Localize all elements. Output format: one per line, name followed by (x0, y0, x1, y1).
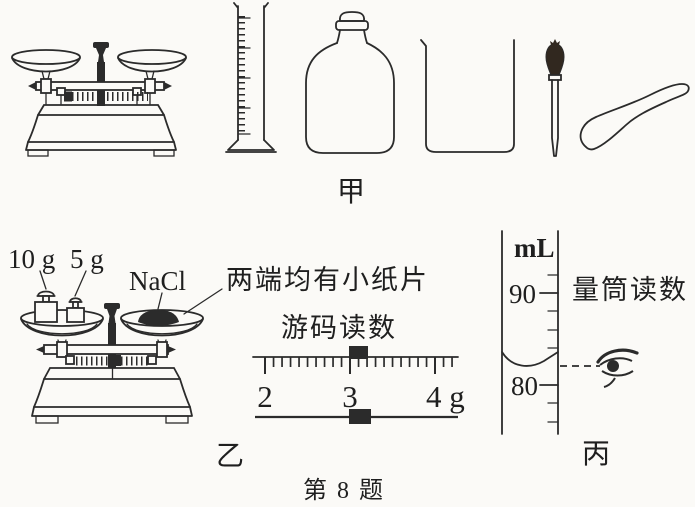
pointer-line-paper-note (183, 288, 223, 315)
rider-note-label: 游码读数 (281, 313, 397, 343)
figure-caption: 第 8 题 (303, 477, 385, 504)
rider-on-ruler-icon (349, 346, 368, 359)
dropper-icon (545, 39, 565, 157)
rider-icon (64, 91, 72, 102)
paper-note-label: 两端均有小纸片 (226, 265, 429, 295)
cylinder-unit-label: mL (514, 233, 555, 263)
cylinder-major-ticks (539, 292, 559, 386)
label-jia: 甲 (337, 177, 365, 208)
beaker-icon (420, 39, 515, 153)
rider-scale-ruler: 2 3 4 g (252, 346, 465, 424)
label-bing: 丙 (582, 439, 610, 470)
balance-with-weights-icon (20, 290, 204, 424)
label-yi: 乙 (216, 441, 244, 472)
reagent-bottle-icon (305, 11, 395, 154)
nacl-label: NaCl (129, 266, 186, 296)
cylinder-note-label: 量筒读数 (572, 275, 688, 305)
cylinder-tick-90: 90 (509, 279, 536, 309)
weight-5g-label: 5 g (70, 244, 104, 274)
ruler-tick-3: 3 (342, 379, 358, 414)
cylinder-tick-80: 80 (511, 371, 538, 401)
graduated-cylinder-icon (225, 2, 277, 153)
pointer-line-10g (39, 270, 47, 290)
meniscus-curve (501, 351, 559, 367)
nacl-pile-icon (138, 310, 179, 326)
cylinder-reading-diagram: mL 90 80 量筒读数 (501, 230, 688, 435)
cylinder-minor-ticks (547, 274, 559, 423)
ruler-tick-2: 2 (257, 379, 273, 414)
weight-5g-icon (66, 297, 85, 323)
rider-front-view-icon (349, 409, 371, 424)
balance-scale-icon (11, 42, 187, 157)
weight-10g-label: 10 g (8, 244, 55, 274)
pointer-line-5g (74, 270, 87, 297)
weight-10g-icon (34, 290, 58, 323)
medicine-spoon-icon (579, 83, 690, 151)
ruler-tick-4g: 4 g (426, 379, 465, 414)
pointer-line-nacl (157, 292, 163, 310)
rider-icon (112, 355, 121, 366)
eye-icon (596, 348, 639, 388)
